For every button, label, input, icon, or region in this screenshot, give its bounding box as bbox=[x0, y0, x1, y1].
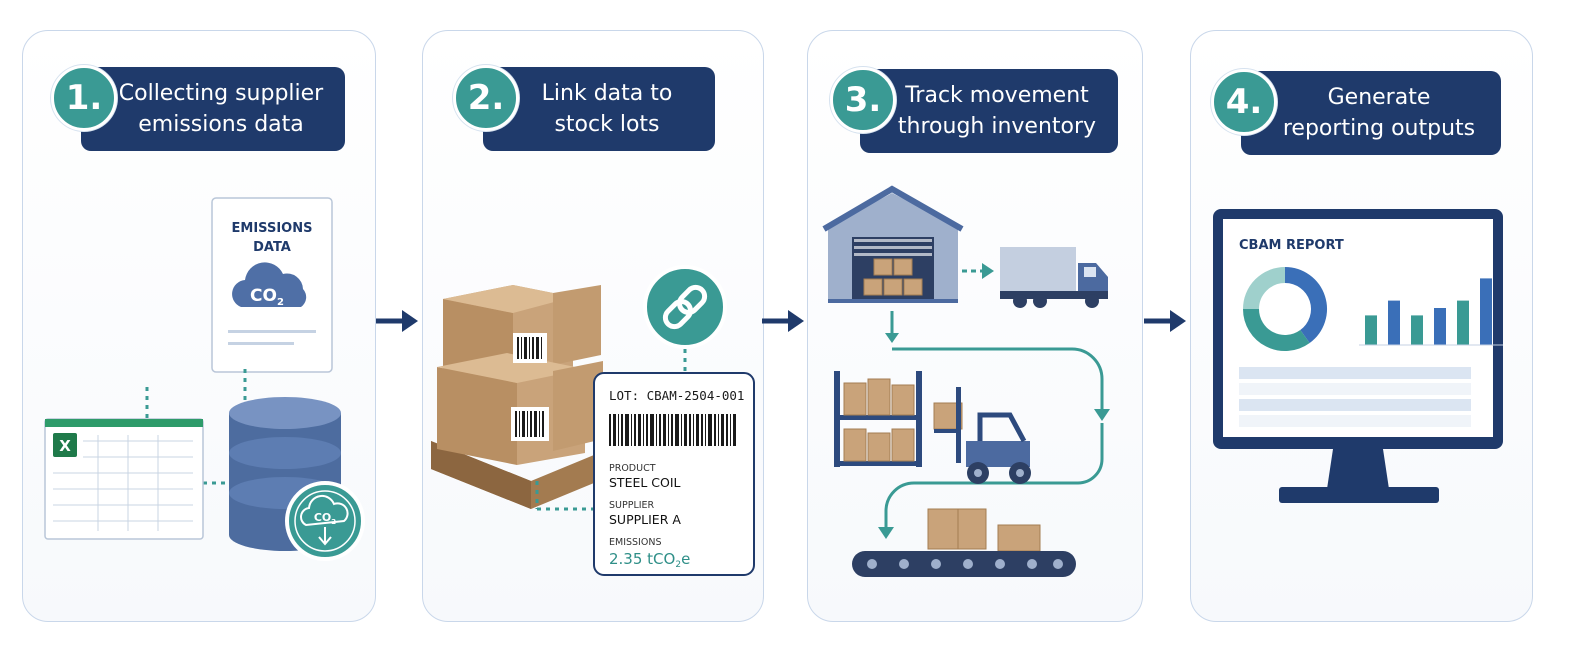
step-1-panel: Collecting supplier emissions data 1. EMI… bbox=[22, 30, 376, 622]
doc-title-line2: DATA bbox=[253, 240, 291, 255]
supplier-value: SUPPLIER A bbox=[609, 512, 681, 527]
step-3-title: Track movement through inventory bbox=[860, 69, 1118, 153]
bar bbox=[1434, 308, 1446, 345]
donut-slice bbox=[1243, 267, 1286, 310]
product-value: STEEL COIL bbox=[609, 475, 681, 490]
emissions-data-document: EMISSIONS DATA CO2 bbox=[211, 197, 333, 373]
step-1-title: Collecting supplier emissions data bbox=[81, 67, 345, 151]
step-1-illustration: EMISSIONS DATA CO2 X bbox=[44, 197, 365, 561]
badge-sub: 2 bbox=[331, 518, 336, 526]
donut-slice bbox=[1243, 308, 1310, 351]
bar bbox=[1365, 315, 1377, 345]
excel-icon: X bbox=[53, 433, 77, 457]
step-1-number: 1. bbox=[51, 65, 117, 131]
warehouse-icon bbox=[822, 185, 964, 303]
step-2-title-line1: Link data to bbox=[541, 81, 673, 106]
emissions-suffix: e bbox=[681, 550, 690, 568]
emissions-value: 2.35 tCO bbox=[609, 550, 675, 568]
step-2-illustration: LOT: CBAM-2504-001 PRODUCT STEEL COIL SU… bbox=[431, 265, 755, 576]
step-3-title-line1: Track movement bbox=[905, 83, 1089, 108]
step-1-title-line1: Collecting supplier bbox=[118, 81, 324, 106]
donut-slice bbox=[1284, 267, 1327, 343]
step-1-title-line2: emissions data bbox=[138, 112, 304, 137]
donut-chart bbox=[1243, 267, 1327, 351]
lot-label-card: LOT: CBAM-2504-001 PRODUCT STEEL COIL SU… bbox=[593, 372, 755, 576]
arrow-right-icon bbox=[376, 310, 418, 332]
svg-text:CO2: CO2 bbox=[314, 511, 336, 526]
doc-title-line1: EMISSIONS bbox=[232, 221, 313, 236]
step-4-title-line2: reporting outputs bbox=[1282, 116, 1476, 141]
step-4-title-line1: Generate bbox=[1327, 85, 1431, 110]
step-3-illustration bbox=[822, 185, 1110, 577]
arrow-right-icon bbox=[762, 310, 804, 332]
co2-subscript: 2 bbox=[277, 297, 284, 308]
step-2-number: 2. bbox=[453, 65, 519, 131]
bar bbox=[1457, 300, 1469, 345]
co2-label: CO bbox=[250, 286, 277, 306]
step-2-title: Link data to stock lots bbox=[483, 67, 715, 151]
lot-label: LOT: CBAM-2504-001 bbox=[609, 388, 744, 403]
svg-text:X: X bbox=[59, 437, 71, 455]
step-2-panel: Link data to stock lots 2. bbox=[422, 30, 764, 622]
bar-chart bbox=[1359, 278, 1503, 346]
box-barcode bbox=[511, 333, 549, 441]
product-caption: PRODUCT bbox=[609, 463, 656, 474]
bar bbox=[1480, 278, 1492, 345]
forklift-icon bbox=[933, 387, 1031, 484]
svg-text:CO2: CO2 bbox=[250, 286, 284, 308]
badge-co2: CO bbox=[314, 511, 331, 524]
monitor-icon: CBAM REPORT bbox=[1213, 209, 1503, 503]
excel-spreadsheet: X bbox=[44, 418, 204, 540]
emissions-caption: EMISSIONS bbox=[609, 537, 661, 548]
step-3-number: 3. bbox=[830, 67, 896, 133]
step-4-panel: Generate reporting outputs 4. CBAM REPORT bbox=[1190, 30, 1533, 622]
cloud-co2-icon: CO2 bbox=[232, 262, 307, 308]
truck-icon bbox=[1000, 247, 1108, 308]
arrow-right-icon bbox=[1144, 310, 1186, 332]
emissions-sub: 2 bbox=[675, 560, 681, 570]
report-title: CBAM REPORT bbox=[1239, 238, 1344, 253]
svg-text:2.35 tCO2e: 2.35 tCO2e bbox=[609, 550, 690, 570]
pallet bbox=[431, 441, 623, 509]
storage-rack-icon bbox=[834, 371, 922, 467]
supplier-caption: SUPPLIER bbox=[609, 500, 655, 511]
conveyor-icon bbox=[852, 508, 1076, 577]
chain-link-icon bbox=[643, 265, 727, 349]
bar bbox=[1411, 315, 1423, 345]
step-3-title-line2: through inventory bbox=[897, 114, 1097, 139]
step-4-title: Generate reporting outputs bbox=[1241, 71, 1501, 155]
report-table bbox=[1239, 367, 1471, 427]
co2-download-badge: CO2 bbox=[285, 481, 365, 561]
step-3-panel: Track movement through inventory 3. bbox=[807, 30, 1143, 622]
bar bbox=[1388, 300, 1400, 345]
step-2-title-line2: stock lots bbox=[554, 112, 660, 137]
step-4-number: 4. bbox=[1211, 69, 1277, 135]
lot-barcode bbox=[609, 414, 736, 446]
